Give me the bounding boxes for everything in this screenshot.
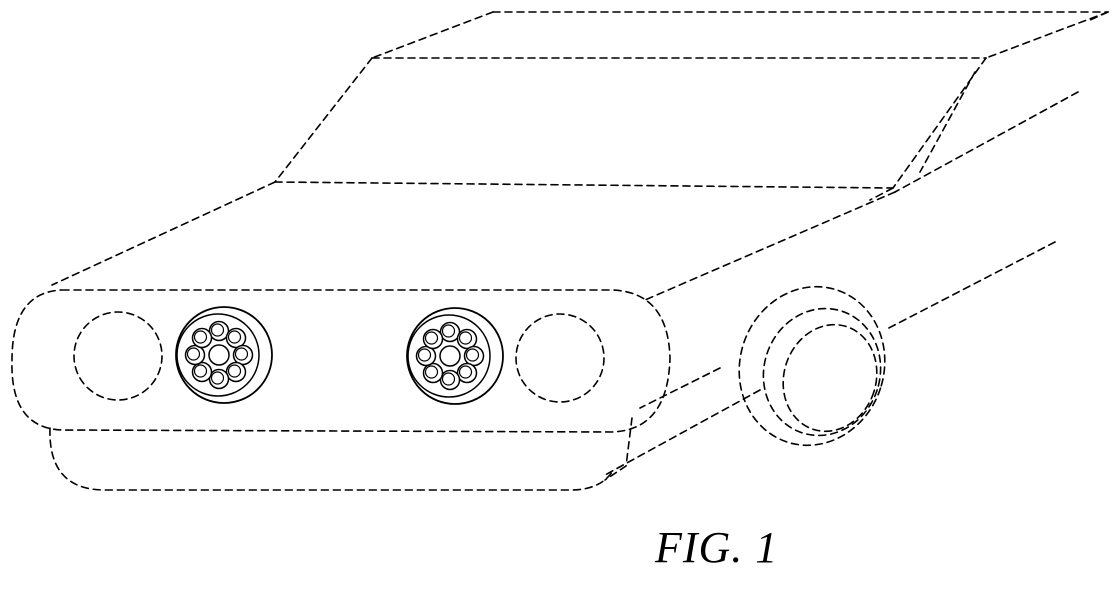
vehicle-windshield [275,58,986,188]
led-lens-inner [419,349,431,361]
right-outer-lamp [516,314,604,402]
led-lens-inner [195,365,207,377]
led-lens-inner [212,372,224,384]
vehicle-wheel [719,268,905,465]
center-lens [209,345,229,365]
led-lens-inner [460,366,472,378]
left-outer-lamp [74,312,162,400]
led-lens-inner [467,349,479,361]
led-lens-inner [443,373,455,385]
center-lens [440,346,460,366]
led-lens-inner [188,348,200,360]
led-lens-inner [426,366,438,378]
led-lens-inner [229,331,241,343]
led-lens-inner [443,325,455,337]
left-light-module [176,307,272,403]
vehicle-hood [52,92,1078,300]
right-light-module [407,308,503,404]
led-lens-inner [195,331,207,343]
led-lens-inner [426,332,438,344]
figure-caption: FIG. 1 [655,522,778,573]
led-lens-inner [236,348,248,360]
vehicle-front-bumper [12,290,670,490]
led-lens-inner [460,332,472,344]
vehicle-roof [372,12,1108,58]
led-lens-inner [212,324,224,336]
led-lens-inner [229,365,241,377]
vehicle-side [605,242,1055,475]
